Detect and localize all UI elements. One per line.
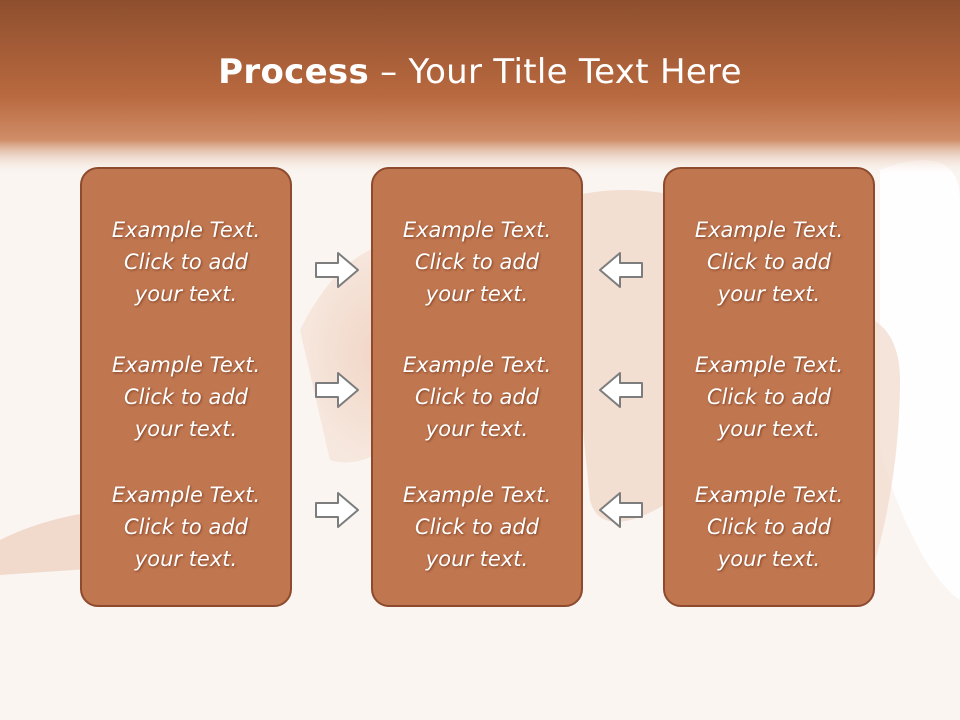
- text-line: your text.: [134, 547, 238, 571]
- text-line: your text.: [717, 282, 821, 306]
- text-line: your text.: [134, 282, 238, 306]
- text-block[interactable]: Example Text. Click to add your text.: [665, 479, 873, 575]
- text-line: your text.: [717, 547, 821, 571]
- text-line: Click to add: [414, 385, 539, 409]
- title-bold: Process: [218, 52, 370, 92]
- text-line: Example Text.: [402, 218, 552, 242]
- text-line: Example Text.: [694, 483, 844, 507]
- text-block[interactable]: Example Text. Click to add your text.: [82, 214, 290, 310]
- text-line: your text.: [425, 547, 529, 571]
- text-block[interactable]: Example Text. Click to add your text.: [665, 349, 873, 445]
- middle-text-box[interactable]: Example Text. Click to add your text. Ex…: [371, 167, 583, 607]
- text-line: your text.: [134, 417, 238, 441]
- left-text-box[interactable]: Example Text. Click to add your text. Ex…: [80, 167, 292, 607]
- text-line: Click to add: [414, 250, 539, 274]
- text-line: Example Text.: [694, 353, 844, 377]
- text-line: Click to add: [706, 385, 831, 409]
- text-block[interactable]: Example Text. Click to add your text.: [82, 479, 290, 575]
- right-arrow-icon: [315, 492, 359, 528]
- text-line: Click to add: [414, 515, 539, 539]
- text-block[interactable]: Example Text. Click to add your text.: [373, 479, 581, 575]
- text-block[interactable]: Example Text. Click to add your text.: [373, 349, 581, 445]
- text-line: Example Text.: [111, 483, 261, 507]
- text-line: Click to add: [123, 250, 248, 274]
- left-arrow-icon: [599, 252, 643, 288]
- text-block[interactable]: Example Text. Click to add your text.: [373, 214, 581, 310]
- text-line: Example Text.: [111, 353, 261, 377]
- text-line: Example Text.: [111, 218, 261, 242]
- text-line: your text.: [425, 417, 529, 441]
- title-rest: – Your Title Text Here: [369, 52, 742, 92]
- text-line: Click to add: [706, 515, 831, 539]
- text-line: your text.: [717, 417, 821, 441]
- text-line: Click to add: [123, 385, 248, 409]
- right-text-box[interactable]: Example Text. Click to add your text. Ex…: [663, 167, 875, 607]
- text-line: Click to add: [123, 515, 248, 539]
- left-arrow-icon: [599, 372, 643, 408]
- text-block[interactable]: Example Text. Click to add your text.: [82, 349, 290, 445]
- left-arrow-icon: [599, 492, 643, 528]
- slide-title[interactable]: Process – Your Title Text Here: [0, 52, 960, 92]
- text-line: Click to add: [706, 250, 831, 274]
- text-block[interactable]: Example Text. Click to add your text.: [665, 214, 873, 310]
- right-arrow-icon: [315, 372, 359, 408]
- right-arrow-icon: [315, 252, 359, 288]
- text-line: Example Text.: [694, 218, 844, 242]
- text-line: Example Text.: [402, 353, 552, 377]
- text-line: your text.: [425, 282, 529, 306]
- text-line: Example Text.: [402, 483, 552, 507]
